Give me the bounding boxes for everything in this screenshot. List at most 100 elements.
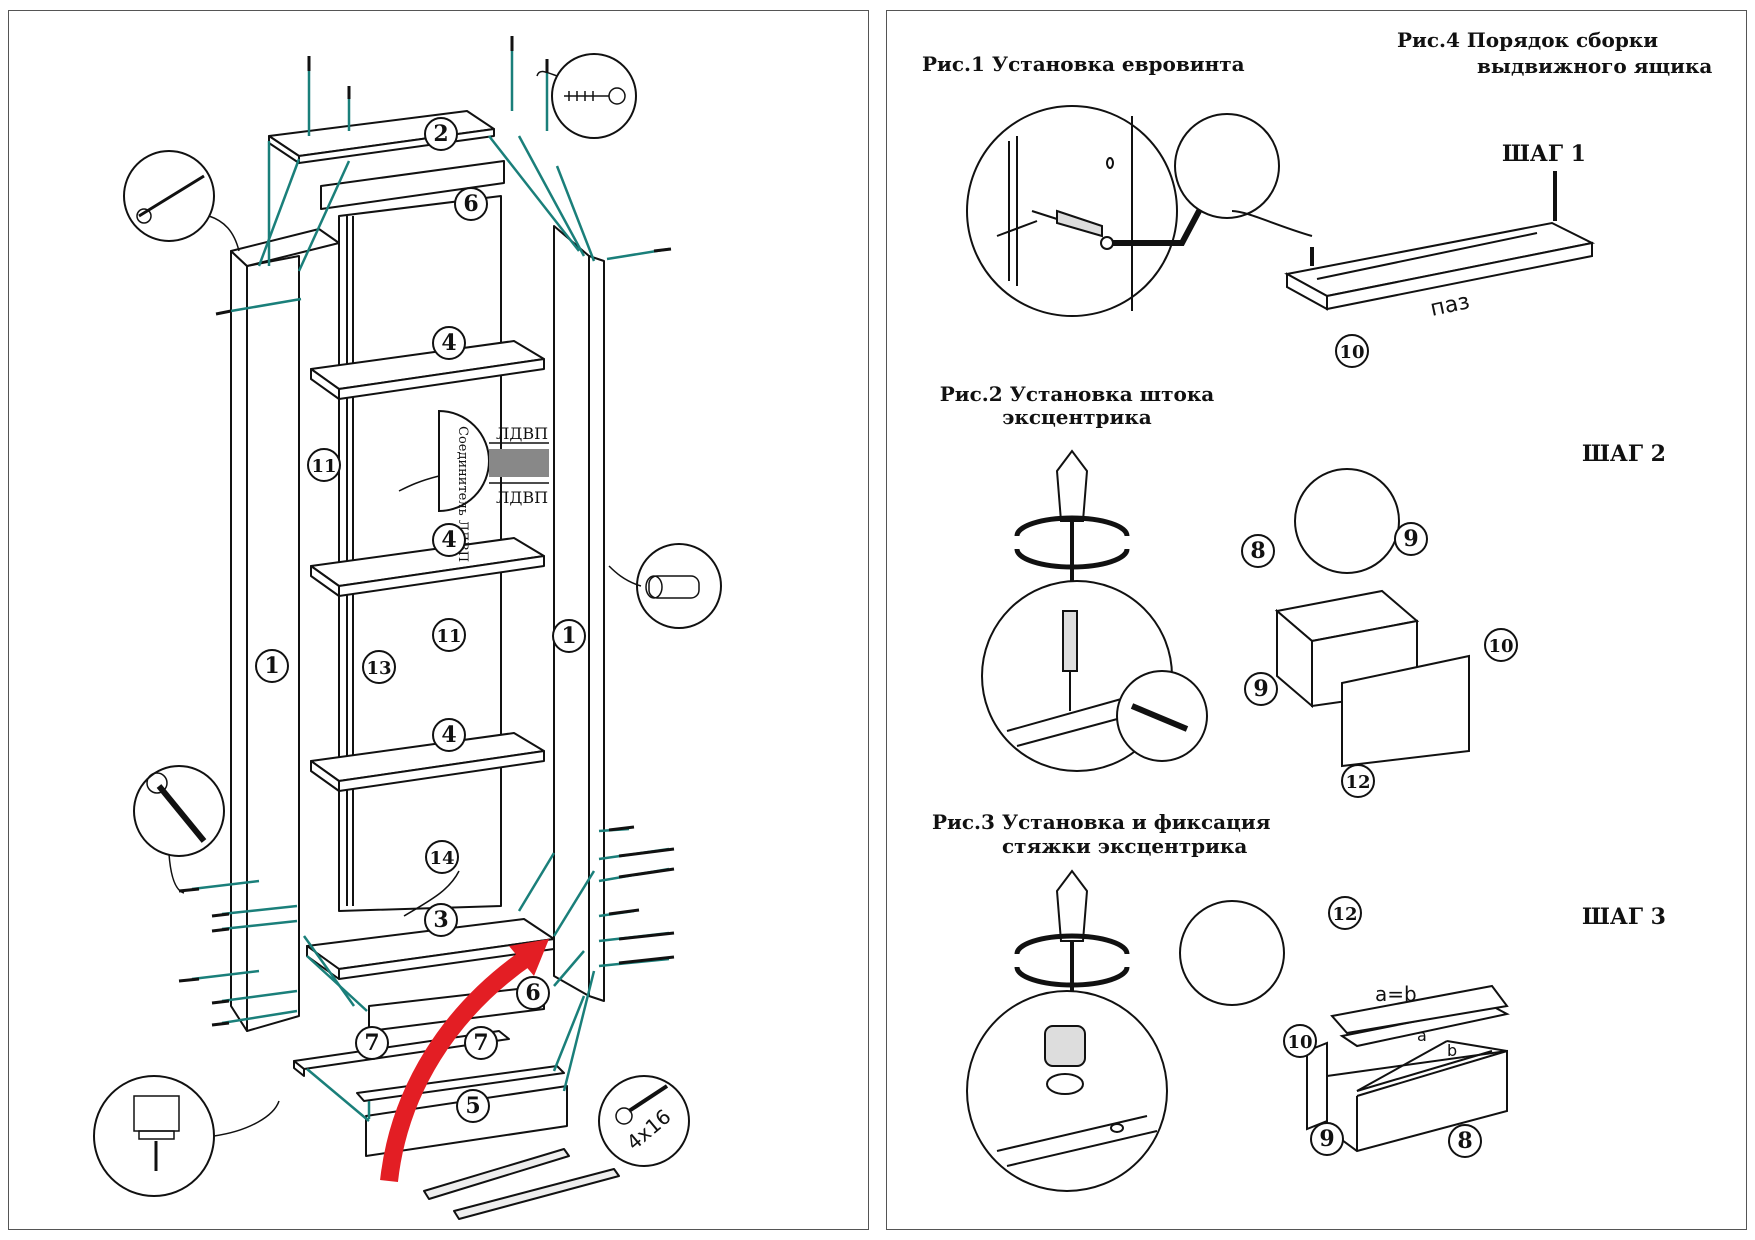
svg-text:10: 10 (1339, 342, 1364, 363)
svg-text:9: 9 (1319, 1126, 1334, 1152)
step3-equality: a=b (1375, 982, 1417, 1006)
svg-text:4: 4 (441, 330, 456, 356)
part-label-p1b: 1 (552, 619, 586, 653)
drawer-slide (423, 1148, 570, 1200)
svg-text:11: 11 (436, 626, 461, 647)
fig4-title-line2: выдвижного ящика (1477, 54, 1713, 78)
fig2-shaft (1062, 610, 1078, 672)
drawer-instructions-diagram: паз a=b a b 10 8 9 9 10 12 12 10 9 8 (966, 105, 1596, 1192)
part-label-p7a: 7 (355, 1026, 389, 1060)
callout-foot (93, 1075, 215, 1197)
part-label-p3: 3 (424, 903, 458, 937)
svg-text:4: 4 (441, 722, 456, 748)
right-side-panel (553, 225, 590, 997)
part-label-p4a: 4 (432, 326, 466, 360)
svg-text:4: 4 (441, 527, 456, 553)
part-label-p1a: 1 (255, 649, 289, 683)
red-tilt-arrow (380, 948, 535, 1182)
svg-text:7: 7 (473, 1030, 488, 1056)
svg-text:14: 14 (429, 848, 454, 869)
step1-title: ШАГ 1 (1502, 141, 1586, 167)
step3-drawer-front (1306, 1041, 1328, 1131)
part-label-p11a: 11 (307, 448, 341, 482)
svg-text:7: 7 (364, 1030, 379, 1056)
part-label-p2: 2 (424, 117, 458, 151)
svg-text:9: 9 (1253, 676, 1268, 702)
callout-dowel (636, 543, 722, 629)
part-label-p6b: 6 (516, 976, 550, 1010)
svg-text:11: 11 (311, 456, 336, 477)
step3-part-a: 12 (1328, 896, 1362, 930)
connector-top-label: ЛДВП (496, 424, 548, 443)
svg-text:1: 1 (561, 623, 576, 649)
svg-text:3: 3 (433, 907, 448, 933)
step2-part-d: 10 (1484, 628, 1518, 662)
step1-part-label: 10 (1335, 334, 1369, 368)
svg-text:12: 12 (1345, 772, 1370, 793)
fig4-title-line1: Рис.4 Порядок сборки (1397, 28, 1659, 52)
callout-4x16 (598, 1075, 690, 1167)
svg-text:2: 2 (433, 121, 448, 147)
step-part-labels: 10 8 9 9 10 12 12 10 9 8 (1241, 334, 1518, 1158)
groove-label: паз (1428, 289, 1472, 322)
connector-bottom-label: ЛДВП (496, 488, 548, 507)
step3-part-c: 9 (1310, 1122, 1344, 1156)
step2-part-b: 9 (1394, 522, 1428, 556)
part-label-p5: 5 (456, 1089, 490, 1123)
svg-text:8: 8 (1250, 538, 1265, 564)
fig2-title-line2: эксцентрика (1002, 405, 1152, 429)
svg-text:6: 6 (463, 191, 478, 217)
svg-text:12: 12 (1332, 904, 1357, 925)
fig1-circle (966, 105, 1178, 317)
step1-callout (1174, 113, 1280, 219)
dowel-icon (648, 575, 700, 599)
drawer-slide-2 (453, 1168, 620, 1220)
step2-drawer-front (1341, 654, 1470, 768)
screw-4x16-icon (615, 1107, 633, 1125)
part-label-p11b: 11 (432, 618, 466, 652)
top-rail (320, 160, 505, 210)
step3-diag-b: b (1447, 1041, 1457, 1060)
fig2-screwdriver-handle (1055, 449, 1089, 522)
part-label-p4c: 4 (432, 718, 466, 752)
fig3-title-line2: стяжки эксцентрика (1002, 834, 1248, 858)
screw-icon (564, 91, 609, 101)
fig3-cam-lock (1044, 1025, 1086, 1067)
step2-part-a: 8 (1241, 534, 1275, 568)
left-side-panel (246, 255, 300, 1032)
step3-title: ШАГ 3 (1582, 904, 1666, 930)
right-side-edge (588, 255, 605, 1002)
screws (178, 36, 675, 1027)
left-side-top (230, 228, 340, 267)
svg-text:6: 6 (525, 980, 540, 1006)
svg-text:10: 10 (1287, 1032, 1312, 1053)
svg-text:5: 5 (465, 1093, 480, 1119)
step2-part-c: 9 (1244, 672, 1278, 706)
screw-side-icon (156, 784, 207, 843)
fig2-title-line1: Рис.2 Установка штока (939, 382, 1215, 406)
svg-text:8: 8 (1457, 1128, 1472, 1154)
step3-part-d: 8 (1448, 1124, 1482, 1158)
fig1-title: Рис.1 Установка евровинта (922, 52, 1245, 76)
svg-text:10: 10 (1488, 636, 1513, 657)
part-label-p4b: 4 (432, 523, 466, 557)
red-arrow-head (509, 939, 549, 976)
fig1-euroscrew (1031, 210, 1058, 220)
step3-callout (1179, 900, 1285, 1006)
step2-part-e: 12 (1341, 764, 1375, 798)
fig3-title-line1: Рис.3 Установка и фиксация (932, 810, 1271, 834)
cabinet-exploded-diagram: ЛДВП ЛДВП Соединитель ЛДВП 4x16 26411411… (93, 36, 722, 1220)
svg-text:9: 9 (1403, 526, 1418, 552)
part-label-p13: 13 (362, 650, 396, 684)
step3-part-b: 10 (1283, 1024, 1317, 1058)
part-label-p14: 14 (425, 840, 459, 874)
nail-icon (138, 174, 205, 218)
step3-diag-a: a (1417, 1026, 1427, 1045)
right-assembly-sheet: Рис.1 Установка евровинта Рис.2 Установк… (886, 10, 1747, 1230)
step2-title: ШАГ 2 (1582, 441, 1666, 467)
fig3-screwdriver-handle (1055, 869, 1089, 942)
connector-strip (489, 449, 549, 477)
svg-text:13: 13 (366, 658, 391, 679)
